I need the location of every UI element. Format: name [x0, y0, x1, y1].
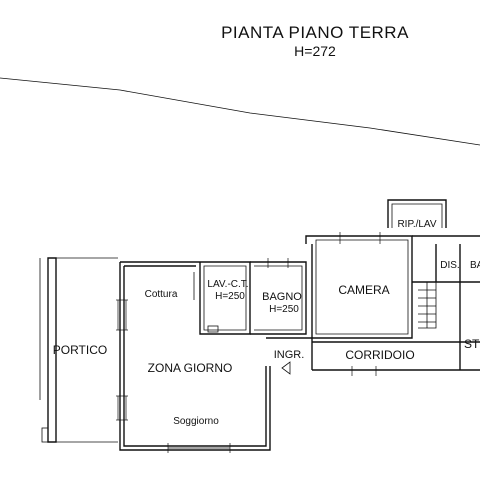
bagno-walls [250, 258, 307, 335]
rip-lav-walls [387, 199, 447, 228]
label-dis: DIS. [440, 260, 459, 271]
label-rip-lav: RIP./LAV [397, 219, 436, 230]
label-lav-ct: LAV.-C.T. [207, 279, 248, 290]
portico-area [39, 257, 118, 443]
label-portico: PORTICO [53, 343, 107, 357]
plan-title: PIANTA PIANO TERRA [221, 23, 409, 42]
label-camera: CAMERA [338, 283, 389, 297]
label-bagno-height: H=250 [269, 304, 299, 315]
label-soggiorno: Soggiorno [173, 416, 219, 427]
label-ingr: INGR. [274, 349, 305, 361]
boundary-line [0, 77, 480, 146]
corridoio-walls [312, 341, 480, 376]
label-corridoio: CORRIDOIO [345, 348, 414, 362]
stairs [418, 281, 437, 329]
plan-height: H=272 [294, 43, 336, 59]
right-rooms-walls [412, 235, 480, 370]
label-bagno: BAGNO [262, 291, 302, 303]
label-zona-giorno: ZONA GIORNO [148, 361, 233, 375]
camera-walls [305, 232, 413, 339]
label-cottura: Cottura [145, 289, 178, 300]
label-lav-ct-height: H=250 [215, 291, 245, 302]
zona-giorno-walls [116, 261, 271, 453]
label-st: ST [464, 337, 480, 351]
label-ba: BA [470, 260, 480, 271]
